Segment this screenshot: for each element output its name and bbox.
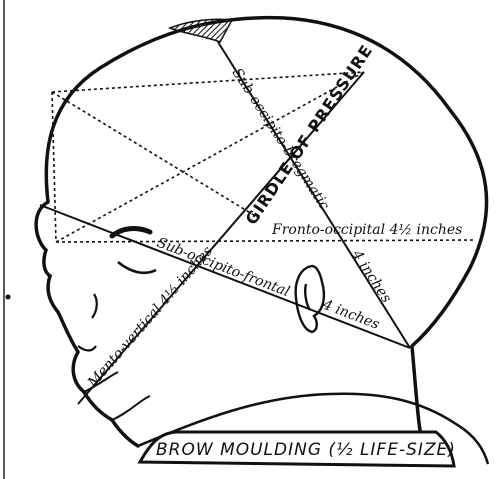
eyebrow bbox=[112, 229, 150, 236]
nose bbox=[92, 294, 97, 318]
eye bbox=[118, 262, 156, 273]
label-four-inches-bregmatic: 4 inches bbox=[348, 247, 394, 306]
label-girdle-of-pressure: GIRDLE OF PRESSURE bbox=[242, 41, 377, 228]
ear bbox=[296, 266, 324, 332]
label-mento-vertical: Mento-vertical 4½ inches bbox=[84, 243, 216, 391]
fontanelle-hatch bbox=[170, 19, 232, 42]
label-four-inches-frontal: 4 inches bbox=[320, 296, 382, 333]
margin-dot bbox=[6, 295, 11, 300]
caption: BROW MOULDING (½ LIFE-SIZE) bbox=[156, 440, 456, 460]
mouth bbox=[78, 346, 96, 351]
label-fronto-occipital: Fronto-occipital 4½ inches bbox=[271, 222, 462, 238]
